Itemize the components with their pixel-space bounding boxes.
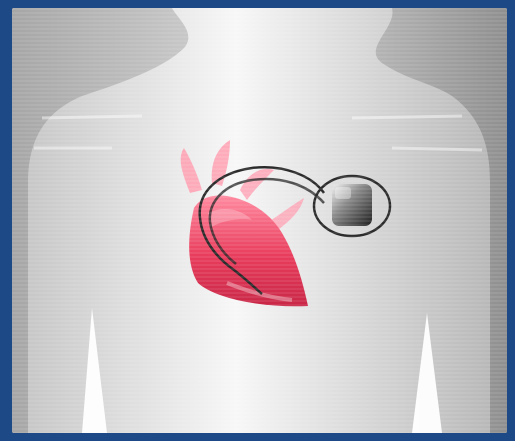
pacemaker-illustration	[12, 8, 507, 433]
illustration-canvas	[12, 8, 507, 433]
scanline-overlay	[12, 8, 507, 433]
